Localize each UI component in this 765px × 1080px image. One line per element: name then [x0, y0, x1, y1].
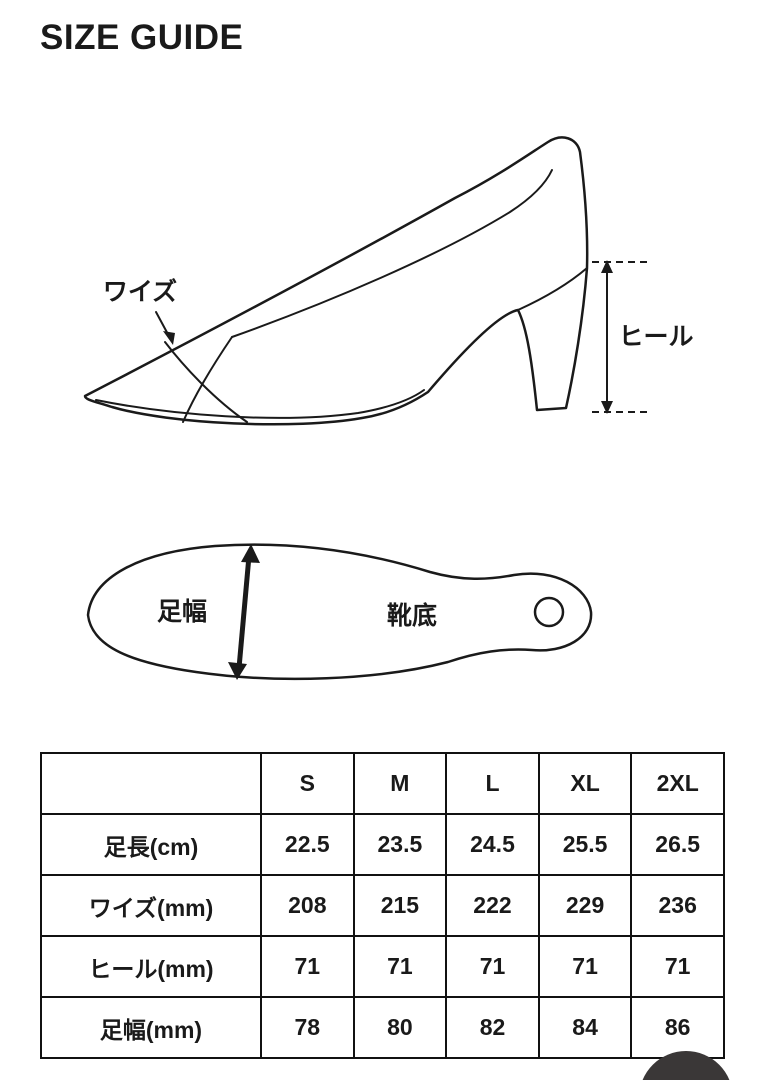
foot-width-measure-line: [236, 555, 252, 669]
table-header-cell: M: [352, 752, 448, 815]
page-title: SIZE GUIDE: [40, 18, 244, 57]
vamp-seam-line: [182, 336, 233, 423]
heel-top-line: [517, 267, 588, 311]
shoe-sole-edge: [95, 389, 425, 419]
shoe-side-view-diagram: ワイズ ヒール: [83, 136, 694, 426]
table-cell: 229: [537, 874, 633, 937]
table-cell: 24.5: [445, 813, 540, 876]
foot-width-arrowhead-bottom: [228, 662, 247, 680]
table-cell: 236: [630, 874, 725, 937]
table-cell: 82: [445, 996, 540, 1059]
shoe-topline: [231, 169, 553, 338]
heel-measure-arrowhead-top: [601, 260, 613, 273]
heel-measure-arrowhead-bottom: [601, 401, 613, 414]
table-cell: 71: [537, 935, 633, 998]
foot-width-arrowhead-top: [241, 544, 260, 563]
table-header-cell: L: [445, 752, 540, 815]
table-row: 足長(cm) 22.5 23.5 24.5 25.5 26.5: [40, 813, 725, 876]
table-cell: 71: [630, 935, 725, 998]
table-cell: 71: [260, 935, 355, 998]
row-label-width: ワイズ(mm): [40, 874, 262, 937]
width-label: ワイズ: [103, 277, 177, 306]
table-cell: 80: [352, 996, 448, 1059]
table-header-cell: XL: [537, 752, 633, 815]
sole-outline: [86, 543, 593, 681]
table-cell: 208: [260, 874, 355, 937]
table-row: ヒール(mm) 71 71 71 71 71: [40, 935, 725, 998]
heel-label: ヒール: [618, 323, 693, 351]
table-cell: 71: [352, 935, 448, 998]
row-label-foot-width: 足幅(mm): [40, 996, 262, 1059]
width-pointer-arrowhead: [163, 331, 175, 345]
table-cell: 84: [537, 996, 633, 1059]
foot-width-label: 足幅: [157, 598, 207, 626]
table-row: ワイズ(mm) 208 215 222 229 236: [40, 874, 725, 937]
table-header-cell: S: [260, 752, 355, 815]
table-cell: 78: [260, 996, 355, 1059]
table-cell: 222: [445, 874, 540, 937]
table-cell: 215: [352, 874, 448, 937]
table-header-row: S M L XL 2XL: [40, 752, 725, 815]
vamp-seam-line: [164, 341, 248, 423]
sole-heel-hole: [533, 596, 565, 628]
shoe-outline: [83, 136, 589, 426]
table-cell: 71: [445, 935, 540, 998]
table-header-cell: 2XL: [630, 752, 725, 815]
table-cell: 25.5: [537, 813, 633, 876]
size-table: S M L XL 2XL 足長(cm) 22.5 23.5 24.5 25.5 …: [40, 752, 725, 1059]
table-header-cell: [40, 752, 262, 815]
table-cell: 23.5: [352, 813, 448, 876]
table-cell: 22.5: [260, 813, 355, 876]
table-cell: 86: [630, 996, 725, 1059]
sole-label: 靴底: [387, 601, 437, 630]
sole-bottom-view-diagram: 足幅 靴底: [86, 543, 593, 681]
table-row: 足幅(mm) 78 80 82 84 86: [40, 996, 725, 1059]
table-cell: 26.5: [630, 813, 725, 876]
row-label-foot-length: 足長(cm): [40, 813, 262, 876]
row-label-heel: ヒール(mm): [40, 935, 262, 998]
